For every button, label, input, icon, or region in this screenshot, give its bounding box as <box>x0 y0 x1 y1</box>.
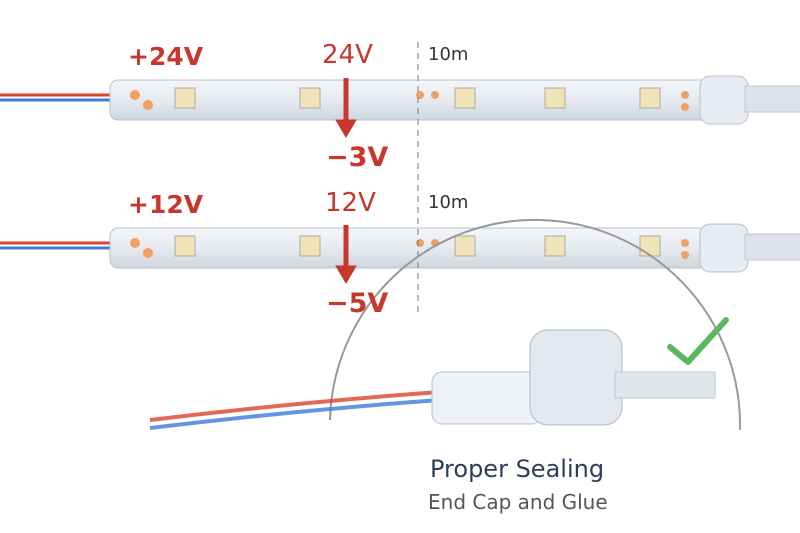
callout-title: Proper Sealing <box>430 455 605 483</box>
input-voltage-label: +12V <box>128 190 204 219</box>
length-label: 10m <box>428 192 469 213</box>
voltage-drop-arrow-icon <box>335 225 357 284</box>
callout-subtitle: End Cap and Glue <box>428 490 608 514</box>
led-strip-12v <box>0 223 800 273</box>
cable <box>744 85 800 113</box>
input-voltage-label: +24V <box>128 42 204 71</box>
rated-voltage-label: 12V <box>325 188 376 218</box>
voltage-drop-label: −5V <box>326 288 389 319</box>
end-cap <box>699 75 749 125</box>
length-label: 10m <box>428 44 469 65</box>
check-icon <box>667 317 729 365</box>
magnifier-circle <box>329 219 742 431</box>
sealed-end-detail <box>149 329 716 430</box>
voltage-drop-label: −3V <box>326 142 389 173</box>
end-cap <box>699 223 749 273</box>
cable <box>744 233 800 261</box>
led-strip-24v <box>0 75 800 125</box>
voltage-drop-arrow-icon <box>335 78 357 138</box>
rated-voltage-label: 24V <box>322 40 373 70</box>
